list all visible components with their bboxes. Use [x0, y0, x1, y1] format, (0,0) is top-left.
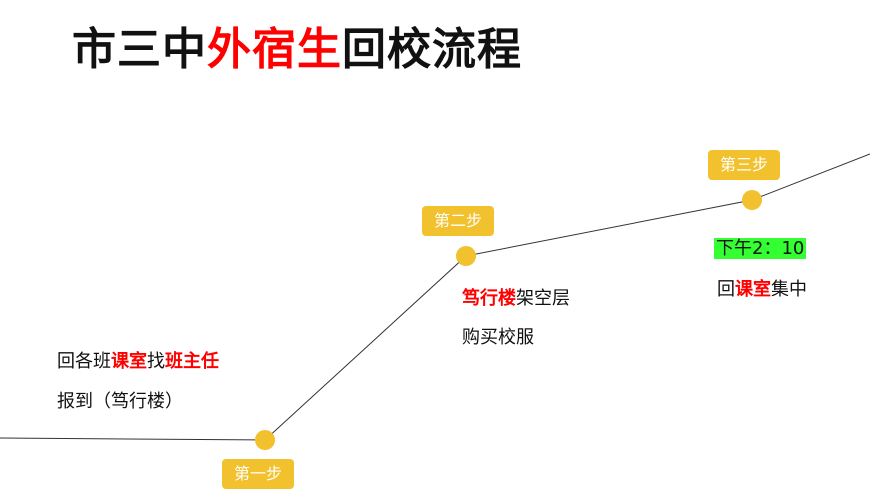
step-1-badge: 第一步 [222, 459, 295, 489]
step-1-dot [255, 430, 275, 450]
page-title: 市三中外宿生回校流程 [72, 22, 522, 78]
step-3-time-badge: 下午2：10 [714, 238, 807, 259]
step-1-text-classroom: 课室 [111, 351, 147, 372]
step-1-text-teacher: 班主任 [165, 351, 219, 372]
step-1-text-find: 找 [147, 351, 165, 372]
step-1-line-1: 回各班课室找班主任 [57, 349, 219, 375]
step-3-badge: 第三步 [708, 150, 781, 180]
step-2-badge: 第二步 [422, 206, 495, 236]
step-3-dot [742, 190, 762, 210]
step-3-text-classroom: 课室 [735, 279, 771, 300]
step-1-line-2: 报到（笃行楼） [57, 389, 183, 415]
step-3-text-gather: 集中 [771, 279, 807, 300]
step-2-text-building: 笃行楼 [462, 288, 516, 309]
title-part-process: 回校流程 [342, 24, 522, 75]
step-2-text-uniform: 购买校服 [462, 327, 534, 348]
step-3-line-1: 回课室集中 [717, 277, 807, 303]
step-3-text-return: 回 [717, 279, 735, 300]
step-2-line-2: 购买校服 [462, 325, 534, 351]
step-2-dot [456, 246, 476, 266]
title-part-school: 市三中 [72, 24, 207, 75]
step-2-line-1: 笃行楼架空层 [462, 286, 570, 312]
step-3-time: 下午2：10 [714, 236, 807, 262]
step-2-text-floor: 架空层 [516, 288, 570, 309]
step-1-text-a: 回各班 [57, 351, 111, 372]
step-1-text-report: 报到（笃行楼） [57, 391, 183, 412]
title-part-highlight: 外宿生 [207, 24, 342, 75]
